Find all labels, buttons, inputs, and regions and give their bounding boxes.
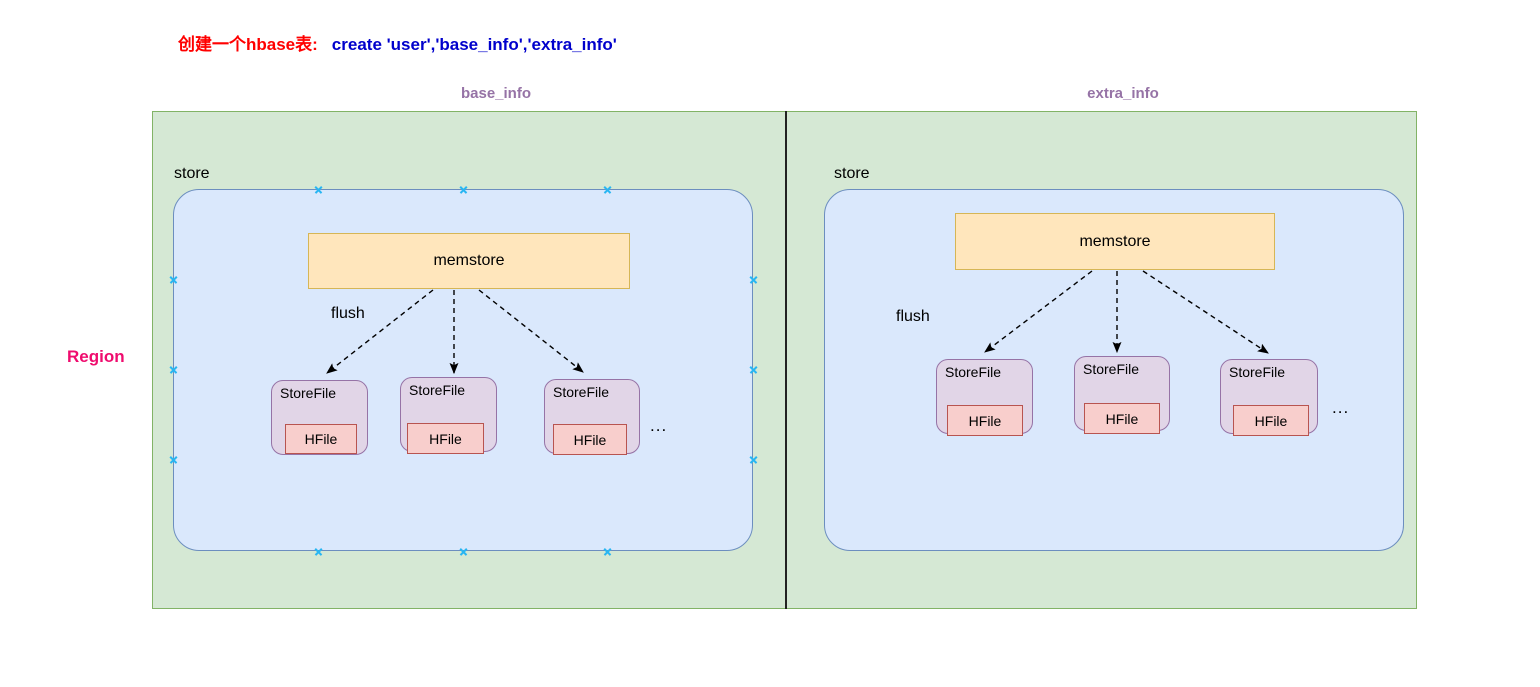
- storefile-box-right-1[interactable]: StoreFile HFile: [936, 359, 1033, 436]
- hfile-box[interactable]: HFile: [285, 424, 357, 454]
- storefile-box-left-3[interactable]: StoreFile HFile: [544, 379, 640, 455]
- diagram-title: 创建一个hbase表: create 'user','base_info','ex…: [178, 30, 617, 55]
- title-command-text: create 'user','base_info','extra_info': [331, 35, 617, 54]
- title-chinese-text: 创建一个hbase表:: [178, 35, 318, 54]
- hfile-box[interactable]: HFile: [947, 405, 1023, 436]
- flush-label-right: flush: [896, 308, 930, 325]
- storefile-box-right-2[interactable]: StoreFile HFile: [1074, 356, 1170, 434]
- ellipsis-left: ...: [650, 416, 668, 435]
- ellipsis-right: ...: [1332, 398, 1350, 417]
- column-family-label-extra-info: extra_info: [1087, 85, 1159, 102]
- store-label-right: store: [834, 165, 870, 182]
- storefile-label: StoreFile: [553, 384, 610, 400]
- region-divider: [785, 111, 787, 609]
- storefile-box-right-3[interactable]: StoreFile HFile: [1220, 359, 1318, 436]
- storefile-label: StoreFile: [409, 382, 466, 398]
- storefile-label: StoreFile: [945, 364, 1002, 380]
- region-label: Region: [67, 347, 125, 366]
- memstore-box-left[interactable]: memstore: [308, 233, 630, 289]
- storefile-label: StoreFile: [1083, 361, 1140, 377]
- column-family-label-base-info: base_info: [460, 85, 532, 102]
- hfile-box[interactable]: HFile: [407, 423, 484, 454]
- storefile-label: StoreFile: [1229, 364, 1286, 380]
- flush-label-left: flush: [331, 305, 365, 322]
- storefile-label: StoreFile: [280, 385, 337, 401]
- hfile-box[interactable]: HFile: [1233, 405, 1309, 436]
- hfile-box[interactable]: HFile: [1084, 403, 1160, 434]
- storefile-box-left-2[interactable]: StoreFile HFile: [400, 377, 497, 454]
- memstore-box-right[interactable]: memstore: [955, 213, 1275, 270]
- storefile-box-left-1[interactable]: StoreFile HFile: [271, 380, 368, 455]
- store-label-left: store: [174, 165, 210, 182]
- hfile-box[interactable]: HFile: [553, 424, 627, 455]
